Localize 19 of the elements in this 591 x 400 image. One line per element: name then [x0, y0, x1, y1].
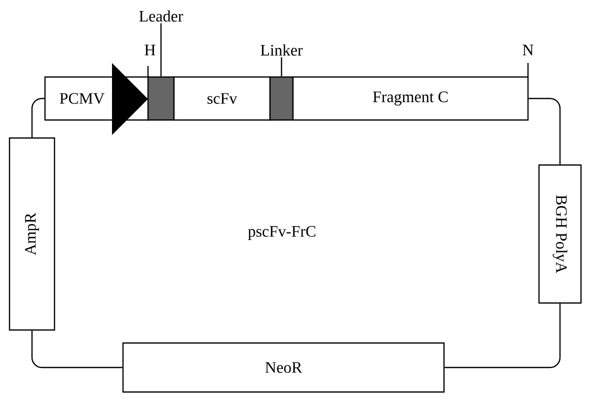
backbone-line — [444, 304, 561, 368]
site-label: N — [522, 44, 534, 56]
linker-label: Linker — [260, 44, 303, 56]
gene-box: Fragment C — [292, 76, 529, 121]
backbone-line — [528, 98, 561, 164]
leader-label: Leader — [139, 10, 184, 22]
gene-box: NeoR — [122, 342, 445, 393]
leader-segment — [147, 76, 175, 121]
linker-segment — [269, 76, 294, 121]
gene-box: AmpR — [8, 137, 56, 331]
leader-line — [160, 23, 162, 76]
gene-box: BGH PolyA — [538, 164, 582, 304]
backbone-line — [31, 98, 44, 138]
plasmid-name: pscFv-FrC — [248, 226, 316, 240]
gene-box: scFv — [173, 76, 271, 121]
promoter-arrow — [112, 63, 148, 135]
site-label: H — [144, 44, 156, 56]
leader-line — [280, 57, 282, 76]
backbone-line — [31, 330, 122, 368]
